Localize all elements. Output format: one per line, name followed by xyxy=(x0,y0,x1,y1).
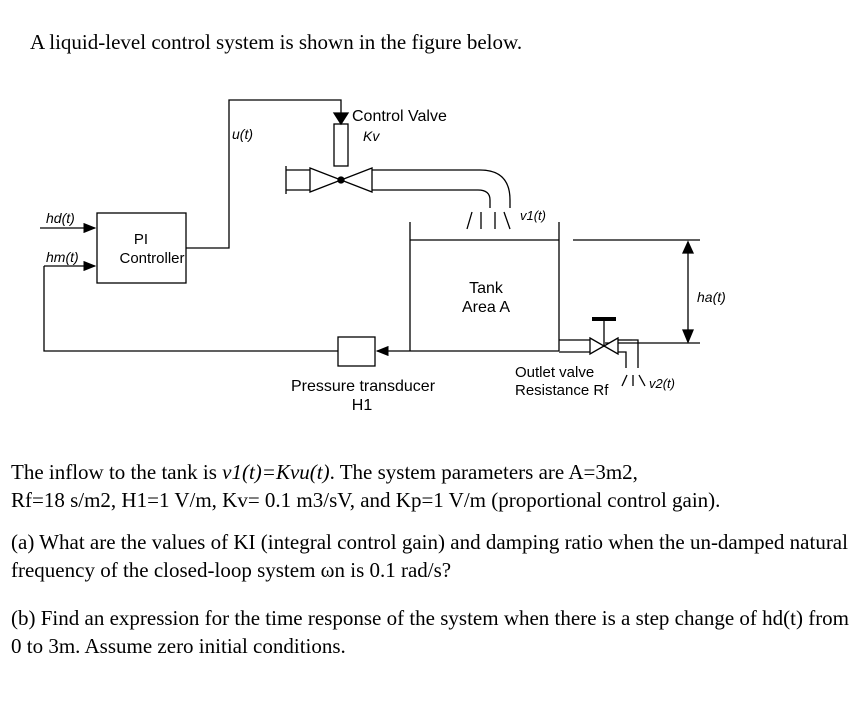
tank-label: Tank xyxy=(469,280,504,297)
parameters-paragraph: The inflow to the tank is v1(t)=Kvu(t). … xyxy=(11,460,721,512)
ha-label: ha(t) xyxy=(697,289,726,305)
liquid-level-diagram: Control Valve Kv u(t) v1(t) hd(t) hm(t) … xyxy=(40,99,726,414)
pi-controller-box xyxy=(96,212,187,284)
pressure-transducer-box xyxy=(337,336,376,367)
control-valve-label: Control Valve xyxy=(352,108,447,125)
hd-label: hd(t) xyxy=(46,210,75,226)
outlet-valve-label: Outlet valve xyxy=(515,364,594,381)
problem-body: The inflow to the tank is v1(t)=Kvu(t). … xyxy=(11,458,851,680)
v1-label: v1(t) xyxy=(520,208,546,223)
kv-label: Kv xyxy=(363,128,380,144)
problem-title: A liquid-level control system is shown i… xyxy=(30,30,523,54)
pi-label: PI xyxy=(134,231,148,248)
h1-label: H1 xyxy=(352,397,373,414)
resistance-label: Resistance Rf xyxy=(515,382,609,399)
u-label: u(t) xyxy=(232,126,253,142)
tank-area-label: Area A xyxy=(462,299,510,316)
pressure-transducer-label: Pressure transducer xyxy=(291,378,436,395)
question-a: (a) What are the values of KI (integral … xyxy=(11,530,848,582)
controller-label: Controller xyxy=(119,250,184,267)
question-b: (b) Find an expression for the time resp… xyxy=(11,606,850,658)
v2-label: v2(t) xyxy=(649,376,675,391)
hm-label: hm(t) xyxy=(46,249,79,265)
